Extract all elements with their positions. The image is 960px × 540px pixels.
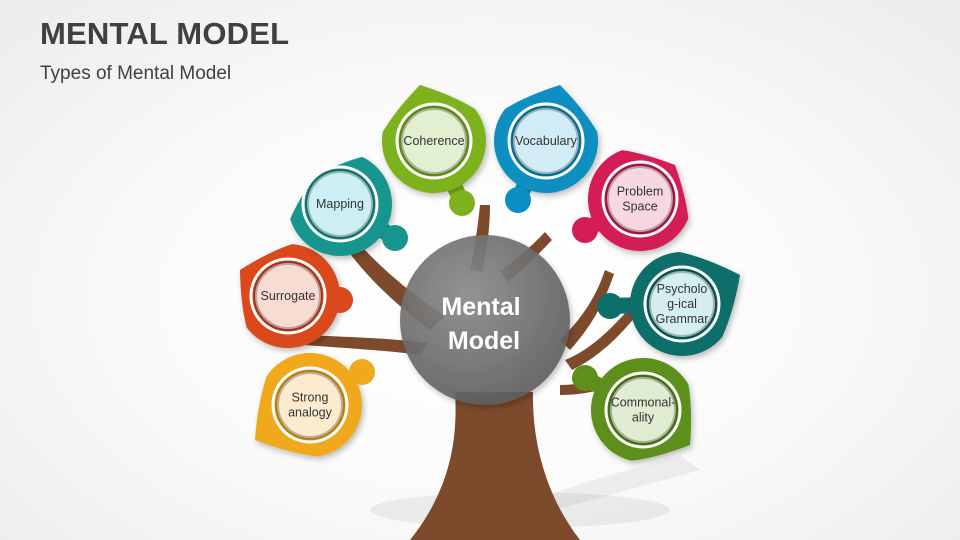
leaf-inner-circle [275,370,345,440]
leaf-label-line: Mapping [316,197,364,211]
leaf-mapping: Mapping [290,156,408,257]
leaf-ring [643,265,721,343]
leaf-ring [271,366,349,444]
leaf-label-line: Space [622,200,657,214]
leaf-ring [601,160,679,238]
leaf-stem-knob [597,293,623,319]
leaf-label-line: Psycholo [657,282,708,296]
leaf-label-commonality: Commonal-ality [611,396,676,425]
leaf-inner-circle [305,169,375,239]
leaf-label-line: g-ical [667,297,697,311]
leaf-label-line: analogy [288,406,333,420]
leaf-inner-circle [399,106,469,176]
leaf-ring [249,257,327,335]
leaf-label-line: Surrogate [261,289,316,303]
leaf-ring [507,102,585,180]
leaf-stem-knob [327,287,353,313]
leaf-label-line: ality [632,411,655,425]
leaf-inner-circle [647,269,717,339]
leaf-label-mapping: Mapping [316,197,364,211]
leaf-label-coherence: Coherence [403,134,464,148]
leaf-surrogate: Surrogate [240,244,353,348]
leaf-label-vocabulary: Vocabulary [515,134,578,148]
leaf-commonality: Commonal-ality [572,358,692,461]
leaf-stem-knob [382,225,408,251]
leaf-label-surrogate: Surrogate [261,289,316,303]
leaf-stem-knob [449,190,475,216]
leaf-inner-circle [605,164,675,234]
center-label-line1: Mental [441,293,520,321]
leaf-stem-knob [505,187,531,213]
center-label-line2: Model [448,327,520,355]
leaf-label-line: Grammar [656,312,709,326]
leaf-stem-knob [572,365,598,391]
leaf-label-line: Commonal- [611,396,676,410]
slide-subtitle: Types of Mental Model [40,63,232,84]
leaf-inner-circle [608,375,678,445]
leaf-vocabulary: Vocabulary [494,85,598,213]
leaf-label-line: Problem [617,185,664,199]
leaf-inner-circle [511,106,581,176]
leaf-stem-knob [572,217,598,243]
leaf-label-line: Vocabulary [515,134,578,148]
leaf-ring [395,102,473,180]
leaf-label-line: Coherence [403,134,464,148]
leaf-ring [604,371,682,449]
leaf-inner-circle [253,261,323,331]
leaf-stem-knob [349,359,375,385]
center-node: Mental Model [400,235,570,405]
leaf-label-line: Strong [292,391,329,405]
leaf-ring [301,165,379,243]
leaf-coherence: Coherence [382,85,486,216]
slide-title: MENTAL MODEL [40,16,290,51]
